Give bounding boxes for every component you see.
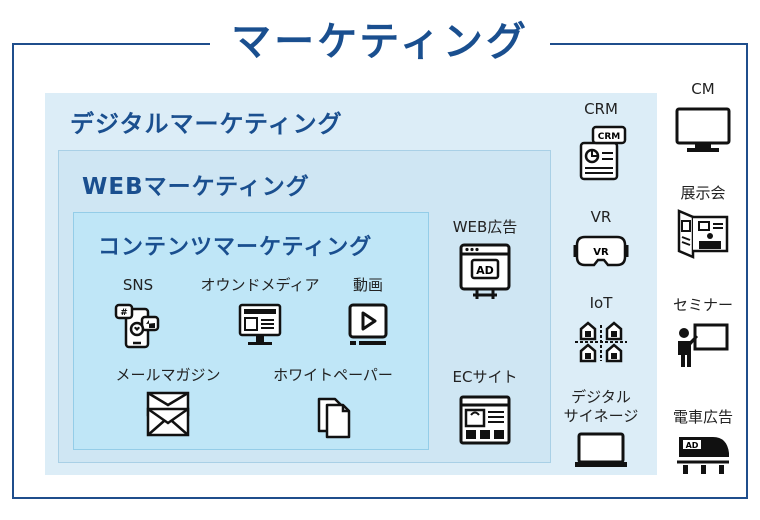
item-mail-magazine: メールマガジン xyxy=(98,366,238,441)
crm-icon: CRM xyxy=(579,125,627,181)
ec-site-label: ECサイト xyxy=(452,368,518,386)
item-crm: CRM CRM xyxy=(566,100,636,183)
monitor-icon xyxy=(238,303,282,345)
mail-magazine-label: メールマガジン xyxy=(115,366,221,384)
owned-media-label: オウンドメディア xyxy=(200,276,320,294)
sns-label: SNS xyxy=(122,276,154,294)
whitepaper-label: ホワイトペーパー xyxy=(273,366,393,384)
item-exhibition: 展示会 xyxy=(668,184,738,259)
digital-marketing-label: デジタルマーケティング xyxy=(70,110,343,138)
signage-label-line1: デジタル xyxy=(571,388,631,406)
item-seminar: セミナー xyxy=(668,296,738,371)
web-ad-label: WEB広告 xyxy=(452,218,518,236)
web-ad-icon: AD xyxy=(459,243,511,299)
item-digital-signage: デジタル サイネージ xyxy=(558,388,644,470)
svg-text:#: # xyxy=(120,308,128,318)
item-web-ad: WEB広告 AD xyxy=(440,218,530,305)
signage-display-icon xyxy=(575,432,627,467)
envelope-icon xyxy=(146,391,190,437)
documents-icon xyxy=(317,397,351,439)
seminar-label: セミナー xyxy=(672,296,733,314)
signage-label-line2: サイネージ xyxy=(563,407,639,425)
item-owned-media: オウンドメディア xyxy=(190,276,330,351)
video-play-icon xyxy=(348,303,388,345)
tv-icon xyxy=(675,107,731,152)
exhibition-booth-icon xyxy=(677,209,729,259)
item-whitepaper: ホワイトペーパー xyxy=(258,366,408,441)
item-cm: CM xyxy=(668,80,738,155)
iot-houses-icon xyxy=(575,321,627,363)
crm-label: CRM xyxy=(584,100,618,118)
item-video: 動画 xyxy=(340,276,396,351)
main-title: マーケティング xyxy=(210,16,550,68)
sns-icon: # xyxy=(114,303,160,349)
train-icon: AD xyxy=(677,437,729,474)
train-ad-icon-text: AD xyxy=(686,441,699,450)
iot-label: IoT xyxy=(589,294,613,312)
item-vr: VR VR xyxy=(566,208,636,271)
vr-label: VR xyxy=(590,208,612,226)
item-iot: IoT xyxy=(566,294,636,365)
item-train-ad: 電車広告 AD xyxy=(662,408,744,481)
cm-label: CM xyxy=(691,80,715,98)
train-ad-label: 電車広告 xyxy=(672,408,733,426)
content-marketing-label: コンテンツマーケティング xyxy=(98,235,373,260)
item-sns: SNS # xyxy=(108,276,168,351)
web-marketing-label: WEBマーケティング xyxy=(82,174,310,200)
ec-site-icon xyxy=(459,395,511,445)
crm-icon-text: CRM xyxy=(598,132,621,142)
vr-icon-text: VR xyxy=(593,247,609,258)
item-ec-site: ECサイト xyxy=(440,368,530,451)
video-label: 動画 xyxy=(352,276,383,294)
vr-headset-icon: VR xyxy=(573,235,629,267)
exhibition-label: 展示会 xyxy=(680,184,726,202)
web-ad-icon-text: AD xyxy=(476,264,494,277)
seminar-presenter-icon xyxy=(678,323,729,367)
